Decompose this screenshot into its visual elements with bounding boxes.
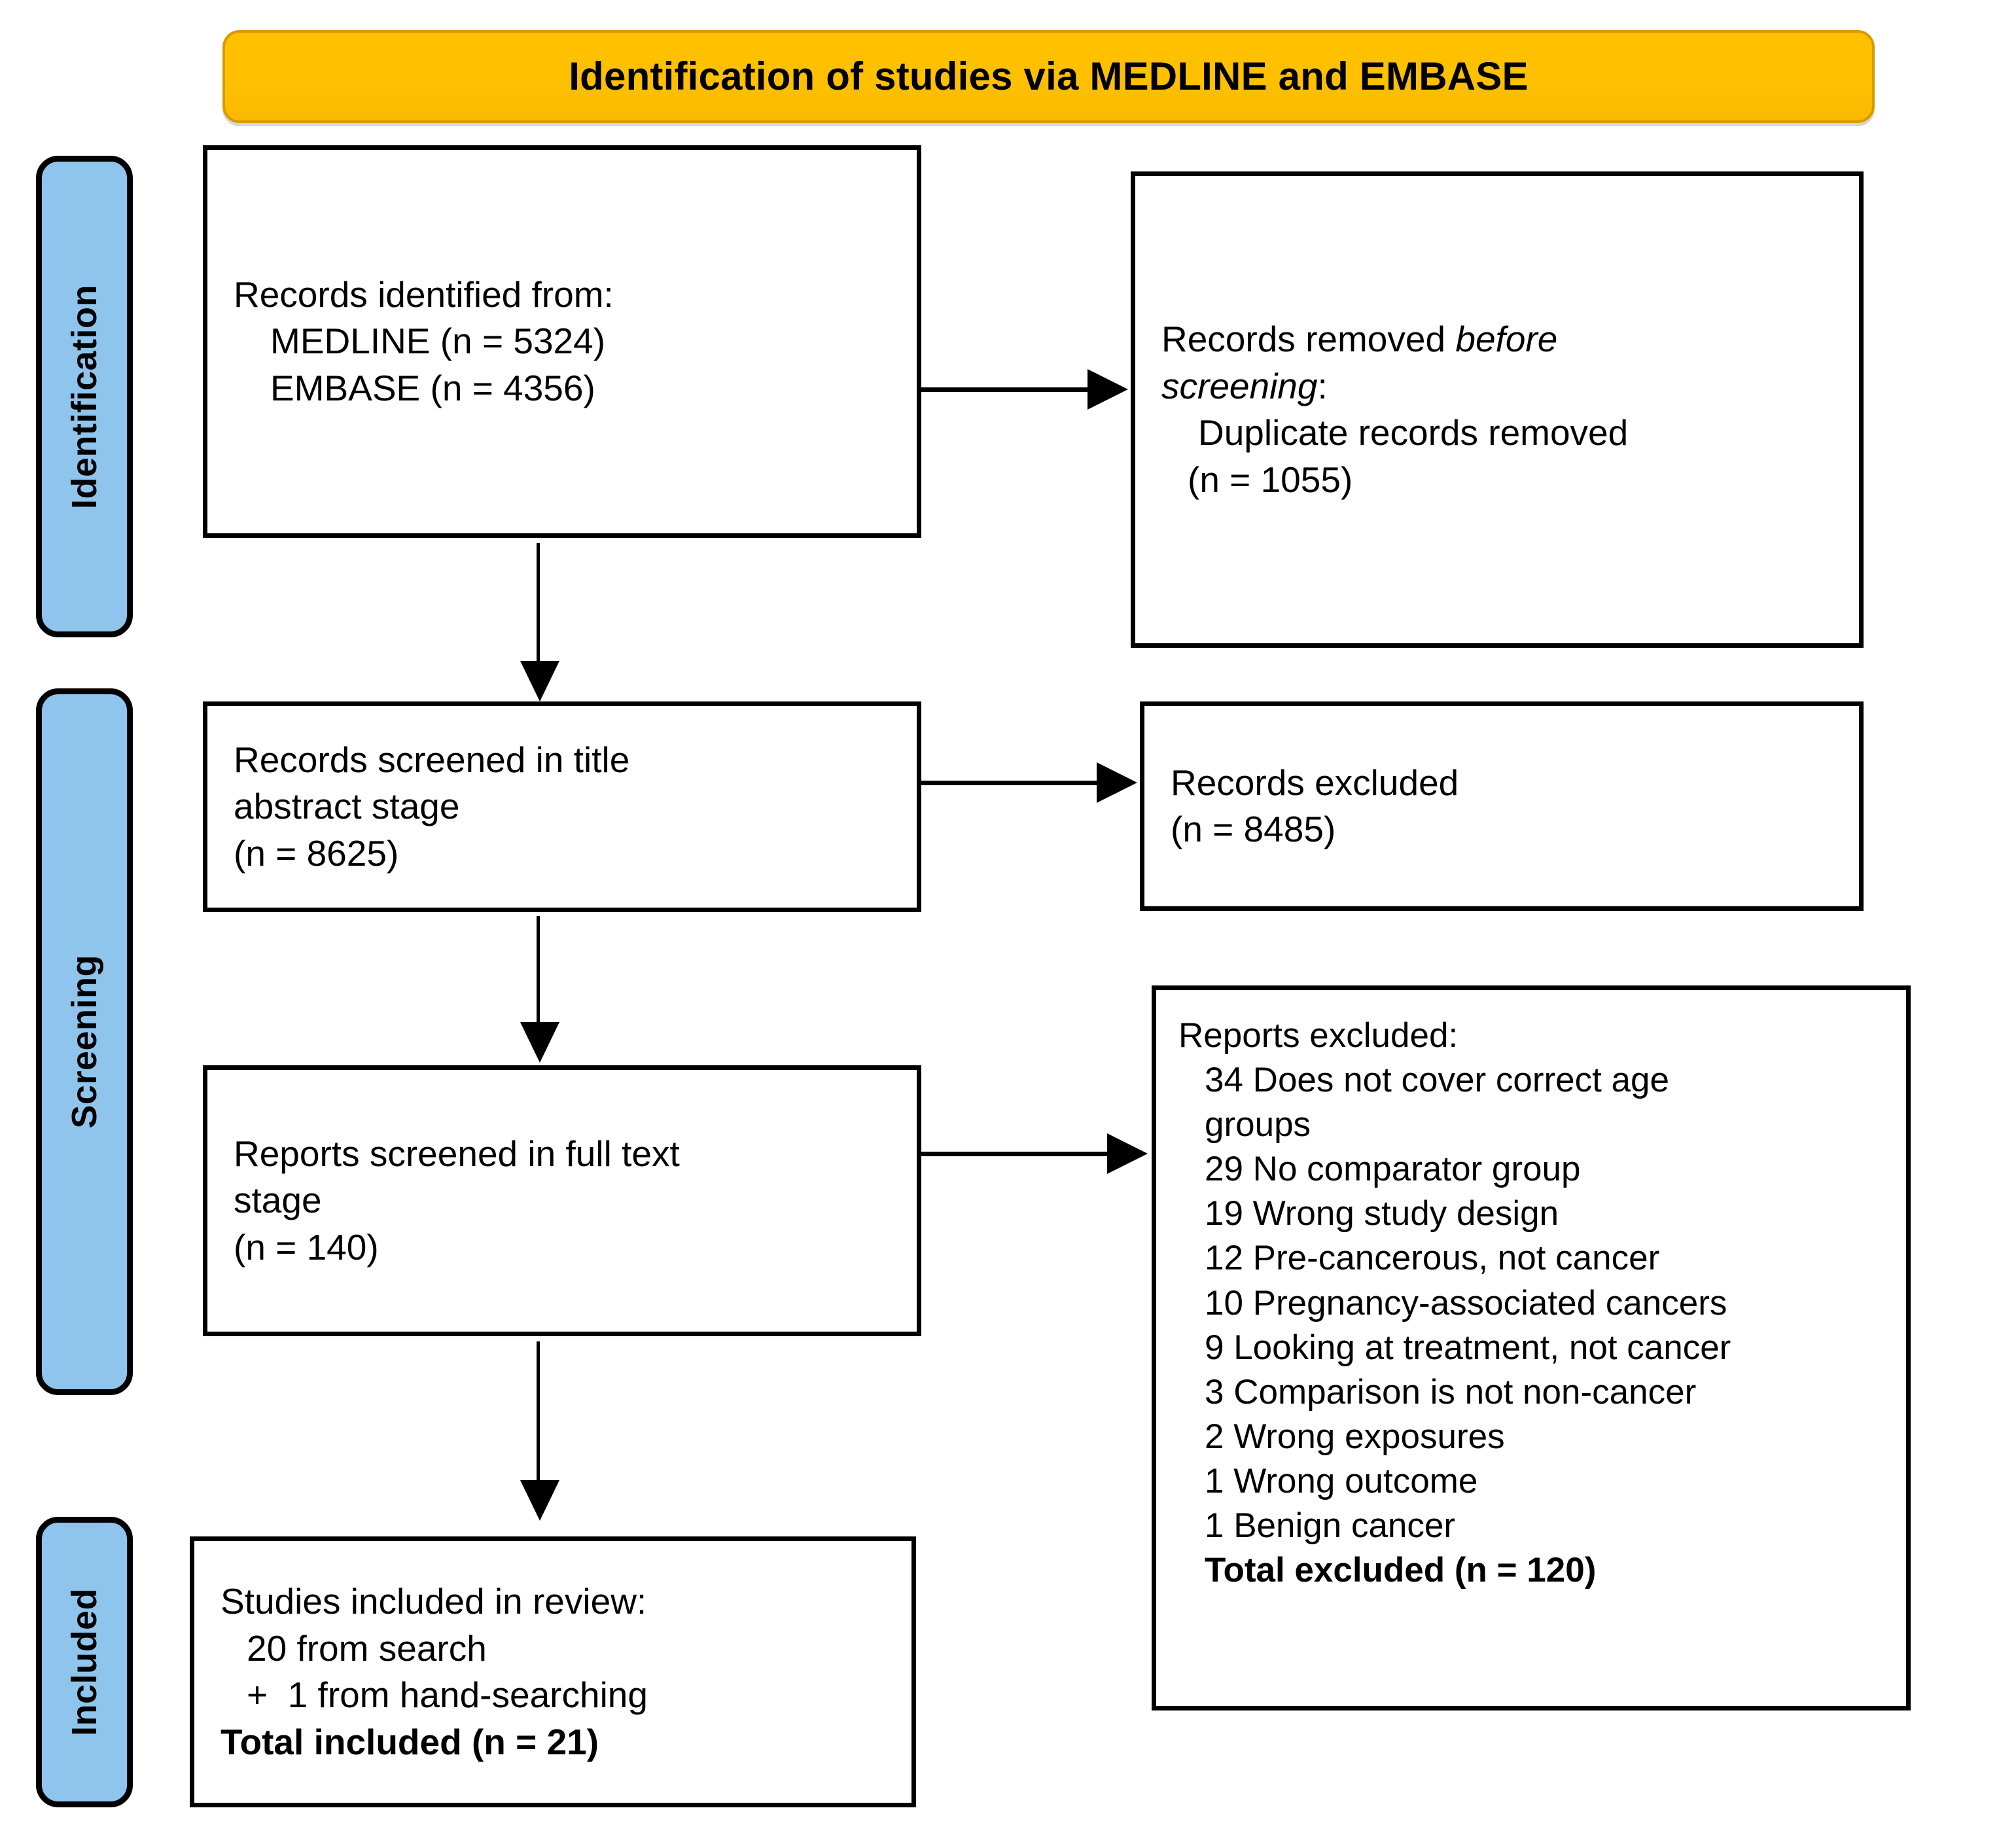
connector-screened-to-fulltext-line [537,916,540,1026]
stage-included-text: Included [65,1587,104,1736]
total-included: Total included (n = 21) [221,1721,599,1762]
studies-included-heading: Studies included in review: [221,1581,647,1621]
exclusion-reason: 12 Pre-cancerous, not cancer [1205,1239,1660,1278]
arrow-down-icon [520,1022,559,1063]
box-reports-screened-full-text: Reports screened in full text stage (n =… [203,1065,921,1336]
box-reports-excluded: Reports excluded: 34 Does not cover corr… [1152,985,1911,1710]
exclusion-reason: groups [1205,1105,1311,1144]
records-identified-embase: EMBASE (n = 4356) [270,367,595,408]
box-records-screened-title-abstract: Records screened in title abstract stage… [203,701,921,912]
duplicate-records-removed: Duplicate records removed [1198,412,1629,453]
reports-screened-line2: stage [234,1180,322,1221]
connector-identified-to-screened-line [537,543,540,665]
connector-screened-to-excluded-line [921,781,1099,785]
records-screened-line2: abstract stage [234,786,460,827]
stage-screening-text: Screening [65,955,104,1129]
records-screened-line1: Records screened in title [234,739,630,780]
diagram-header-banner: Identification of studies via MEDLINE an… [222,30,1875,123]
stage-label-screening: Screening [36,688,133,1395]
records-removed-line2: screening: [1161,363,1833,410]
connector-fulltext-to-reports-excluded-line [921,1152,1110,1156]
records-removed-colon: : [1317,365,1328,406]
stage-label-identification: Identification [36,156,133,637]
exclusion-reason: 34 Does not cover correct age [1205,1061,1669,1100]
arrow-down-icon [520,661,559,701]
diagram-title: Identification of studies via MEDLINE an… [569,54,1529,98]
exclusion-reason: 3 Comparison is not non-cancer [1205,1372,1697,1411]
exclusion-reason: 1 Benign cancer [1205,1506,1456,1546]
arrow-right-icon [1107,1133,1148,1174]
exclusion-reason: 29 No comparator group [1205,1150,1581,1189]
records-removed-emph-before: before [1455,319,1558,359]
records-removed-emph-screening: screening [1161,365,1318,406]
records-excluded-label: Records excluded [1171,762,1459,803]
box-records-identified: Records identified from: MEDLINE (n = 53… [203,145,921,538]
records-removed-line1: Records removed before [1161,316,1833,363]
arrow-down-icon [520,1480,559,1521]
box-records-excluded: Records excluded (n = 8485) [1140,701,1864,911]
studies-from-search: 20 from search [247,1627,487,1669]
connector-identified-to-removed-line [921,387,1090,392]
exclusion-reason: 10 Pregnancy-associated cancers [1205,1283,1727,1322]
arrow-right-icon [1088,369,1128,410]
reports-screened-count: (n = 140) [234,1226,379,1267]
records-excluded-count: (n = 8485) [1171,809,1336,849]
reports-excluded-heading: Reports excluded: [1178,1016,1459,1055]
studies-from-hand-searching: + 1 from hand-searching [247,1674,648,1715]
exclusion-reason: 2 Wrong exposures [1205,1417,1505,1456]
box-records-removed: Records removed before screening: Duplic… [1131,171,1864,648]
arrow-right-icon [1097,762,1137,803]
exclusion-reason: 1 Wrong outcome [1205,1461,1478,1500]
exclusion-reason: 19 Wrong study design [1205,1194,1559,1233]
records-removed-text-a: Records removed [1161,319,1456,359]
box-studies-included: Studies included in review: 20 from sear… [190,1536,916,1807]
total-excluded: Total excluded (n = 120) [1205,1551,1597,1590]
stage-identification-text: Identification [65,284,104,509]
duplicate-records-count: (n = 1055) [1188,459,1353,500]
records-identified-heading: Records identified from: [234,274,614,315]
connector-fulltext-to-included-line [537,1341,540,1484]
stage-label-included: Included [36,1517,133,1807]
records-screened-count: (n = 8625) [234,832,399,874]
reports-screened-line1: Reports screened in full text [234,1133,680,1174]
records-identified-medline: MEDLINE (n = 5324) [270,321,606,362]
exclusion-reason: 9 Looking at treatment, not cancer [1205,1328,1731,1367]
